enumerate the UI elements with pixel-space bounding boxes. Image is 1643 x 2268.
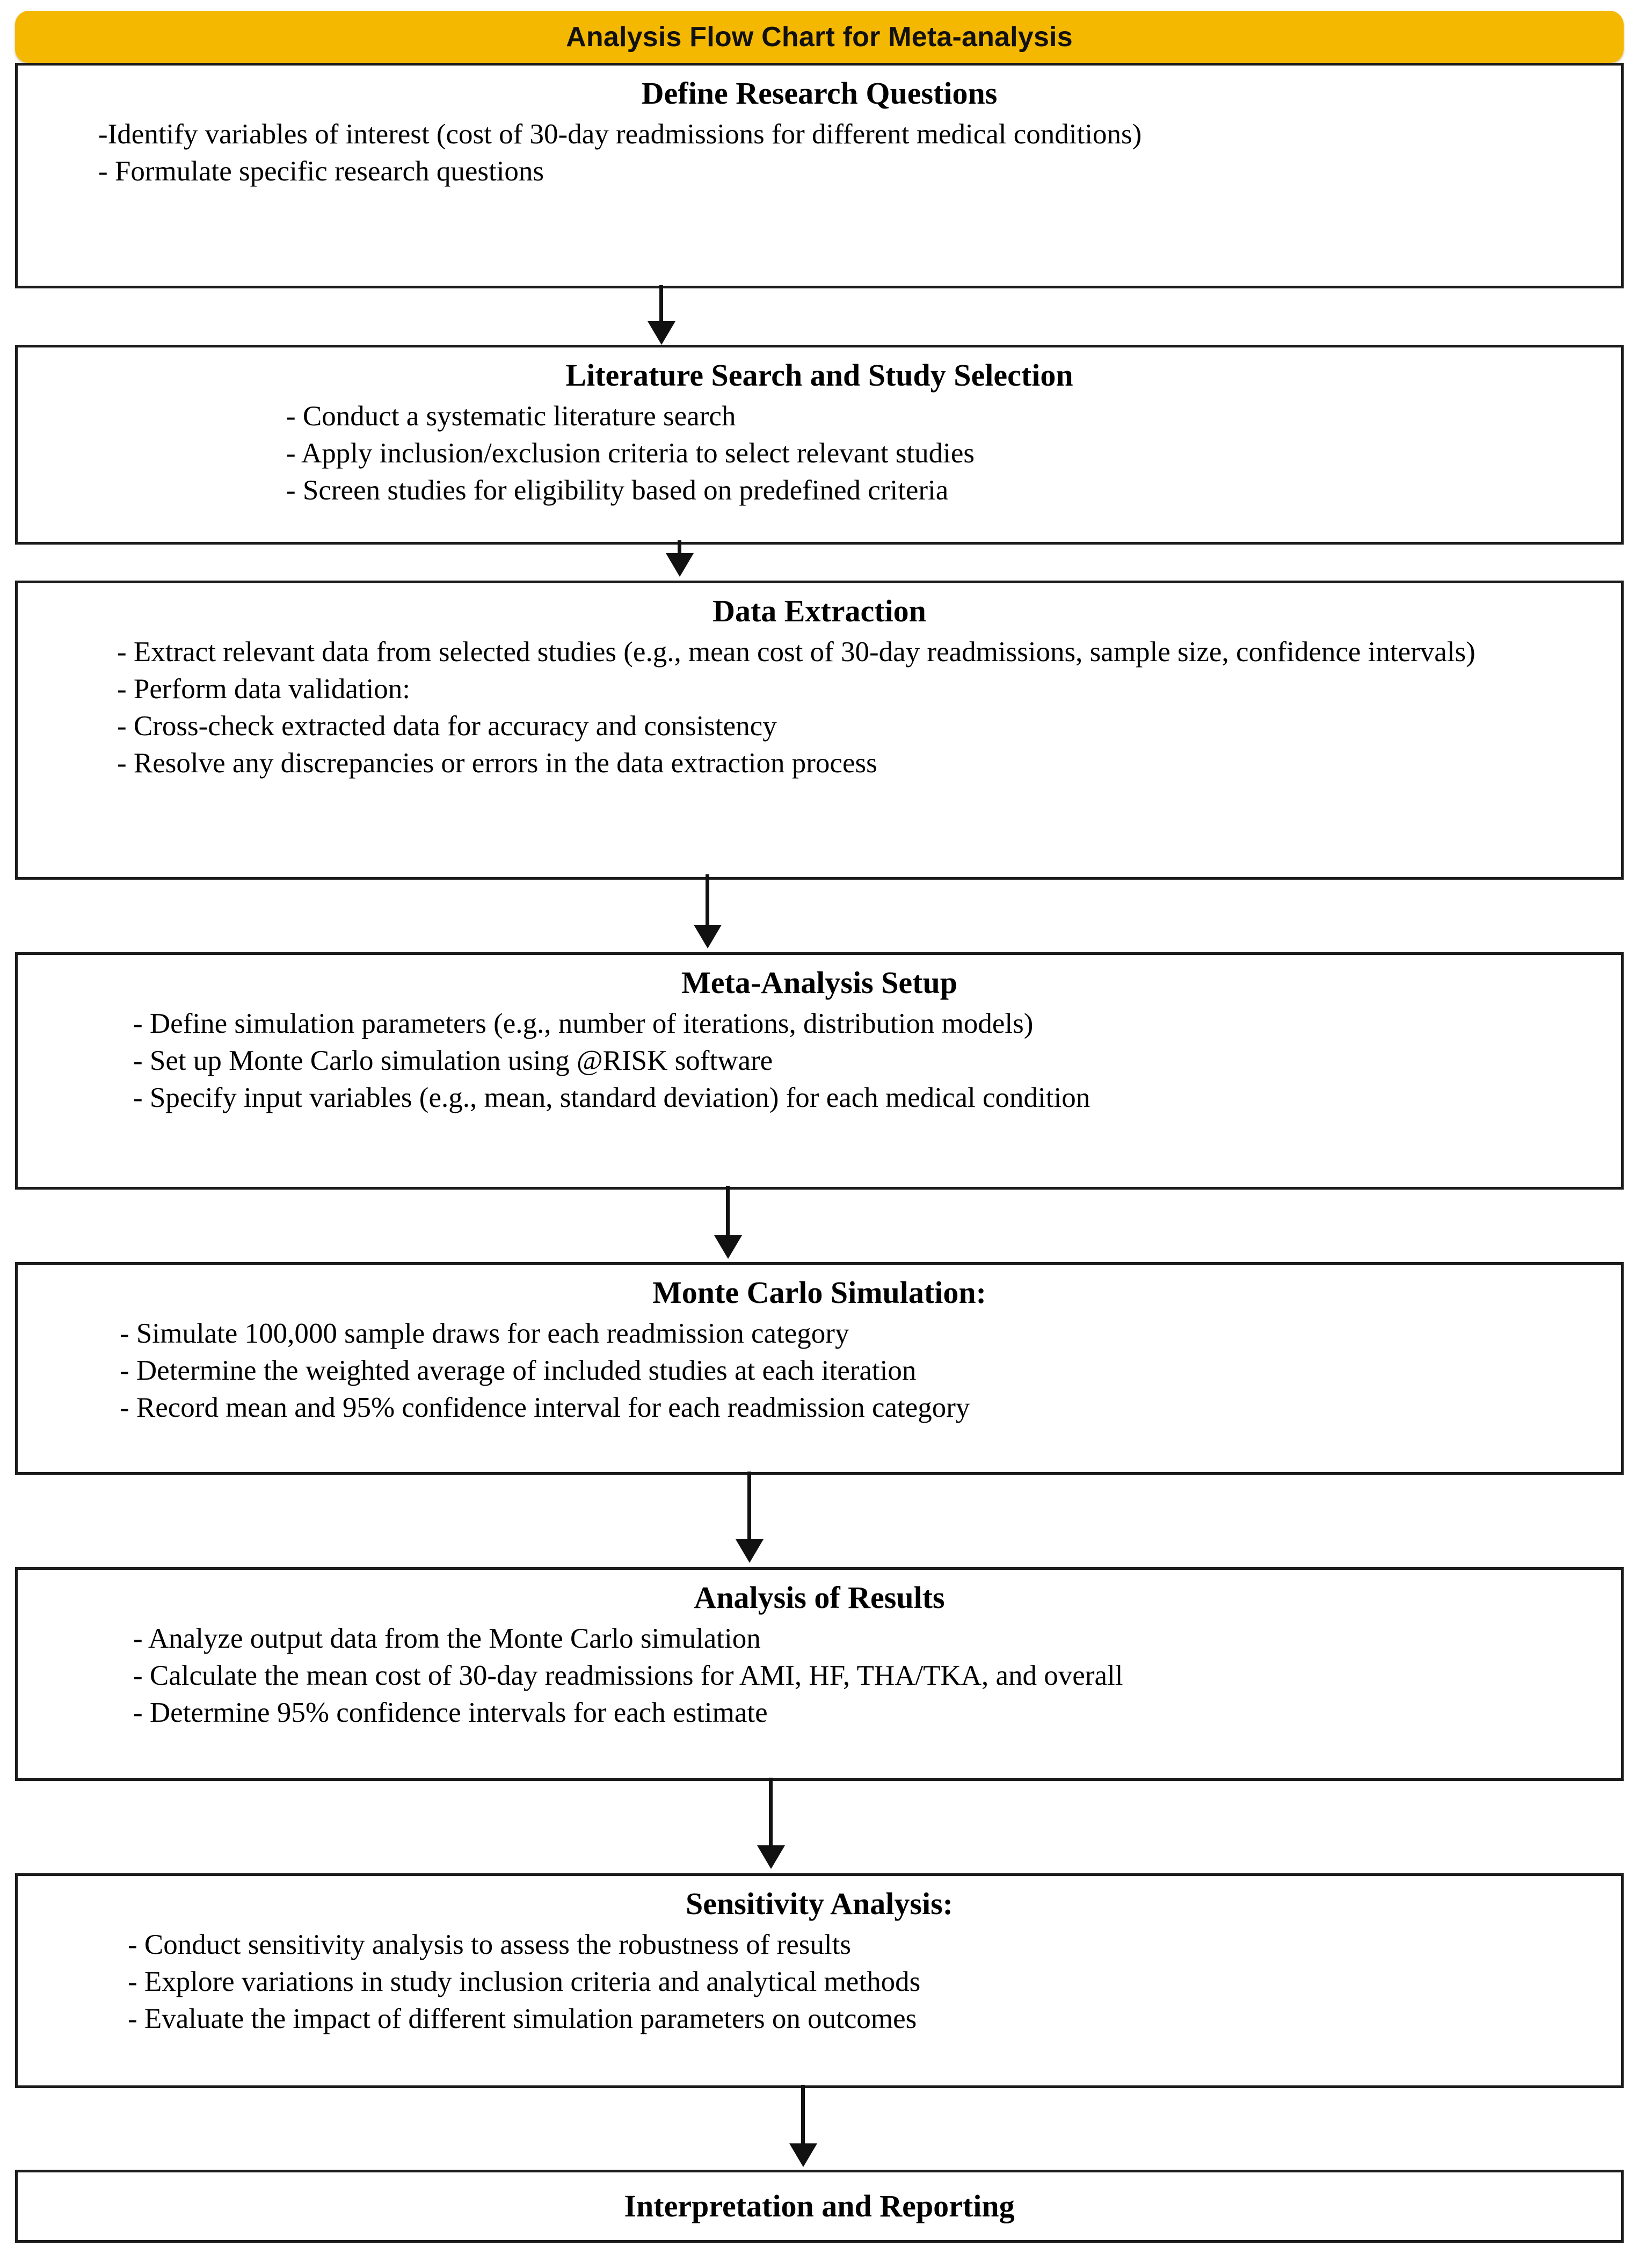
node-bullet-line: - Determine the weighted average of incl… xyxy=(120,1355,917,1387)
node-body: - Extract relevant data from selected st… xyxy=(18,634,1621,782)
flow-node-define-research-questions: Define Research Questions -Identify vari… xyxy=(15,63,1624,288)
node-title: Define Research Questions xyxy=(641,76,998,111)
node-body: - Define simulation parameters (e.g., nu… xyxy=(18,1005,1621,1117)
connector-line-2 xyxy=(678,540,681,555)
node-title: Meta-Analysis Setup xyxy=(681,965,957,1000)
connector-line-1 xyxy=(659,285,663,325)
node-bullet-line: - Specify input variables (e.g., mean, s… xyxy=(133,1082,1091,1114)
arrow-down-icon xyxy=(666,553,694,577)
connector-line-4 xyxy=(726,1186,730,1238)
connector-line-6 xyxy=(769,1778,773,1847)
node-title: Data Extraction xyxy=(713,593,926,628)
flow-node-data-extraction: Data Extraction - Extract relevant data … xyxy=(15,581,1624,880)
node-bullet-line: - Explore variations in study inclusion … xyxy=(128,1966,921,1998)
node-bullet-line: - Screen studies for eligibility based o… xyxy=(286,475,949,506)
flow-node-meta-analysis-setup: Meta-Analysis Setup - Define simulation … xyxy=(15,952,1624,1190)
flow-node-analysis-of-results: Analysis of Results - Analyze output dat… xyxy=(15,1567,1624,1781)
node-bullet-line: - Analyze output data from the Monte Car… xyxy=(133,1623,761,1655)
flow-node-sensitivity-analysis: Sensitivity Analysis: - Conduct sensitiv… xyxy=(15,1873,1624,2088)
node-body: -Identify variables of interest (cost of… xyxy=(18,116,1621,190)
node-title: Analysis of Results xyxy=(694,1580,945,1615)
node-bullet-line: - Define simulation parameters (e.g., nu… xyxy=(133,1008,1034,1040)
node-title: Sensitivity Analysis: xyxy=(686,1886,953,1921)
node-body: - Conduct a systematic literature search… xyxy=(18,398,1621,509)
node-body: - Analyze output data from the Monte Car… xyxy=(18,1620,1621,1731)
node-bullet-line: - Record mean and 95% confidence interva… xyxy=(120,1392,970,1424)
node-bullet-line: - Evaluate the impact of different simul… xyxy=(128,2003,917,2035)
node-bullet-line: -Identify variables of interest (cost of… xyxy=(98,119,1142,150)
connector-line-5 xyxy=(747,1472,751,1542)
node-body: - Conduct sensitivity analysis to assess… xyxy=(18,1926,1621,2038)
node-bullet-line: - Apply inclusion/exclusion criteria to … xyxy=(286,438,975,469)
flow-node-interpretation-and-reporting: Interpretation and Reporting xyxy=(15,2170,1624,2243)
connector-line-7 xyxy=(801,2085,805,2147)
flowchart-title: Analysis Flow Chart for Meta-analysis xyxy=(566,21,1073,53)
node-bullet-line: - Set up Monte Carlo simulation using @R… xyxy=(133,1045,773,1077)
node-bullet-line: - Perform data validation: xyxy=(117,673,411,705)
node-body: - Simulate 100,000 sample draws for each… xyxy=(18,1315,1621,1426)
node-title: Literature Search and Study Selection xyxy=(565,358,1073,393)
flow-node-literature-search-and-study-selection: Literature Search and Study Selection - … xyxy=(15,345,1624,545)
node-bullet-line: - Calculate the mean cost of 30-day read… xyxy=(133,1660,1123,1692)
arrow-down-icon xyxy=(648,321,675,345)
node-bullet-line: - Conduct sensitivity analysis to assess… xyxy=(128,1929,851,1961)
node-title: Interpretation and Reporting xyxy=(624,2188,1015,2223)
node-bullet-line: - Conduct a systematic literature search xyxy=(286,401,736,432)
arrow-down-icon xyxy=(789,2143,817,2167)
node-bullet-line: - Determine 95% confidence intervals for… xyxy=(133,1697,768,1729)
node-bullet-line: - Formulate specific research questions xyxy=(98,156,544,187)
arrow-down-icon xyxy=(736,1539,764,1563)
arrow-down-icon xyxy=(714,1235,742,1259)
arrow-down-icon xyxy=(694,925,722,948)
flowchart-header-banner: Analysis Flow Chart for Meta-analysis xyxy=(15,11,1624,63)
flow-node-monte-carlo-simulation: Monte Carlo Simulation: - Simulate 100,0… xyxy=(15,1262,1624,1475)
node-bullet-line: - Resolve any discrepancies or errors in… xyxy=(117,748,877,779)
arrow-down-icon xyxy=(757,1845,785,1869)
connector-line-3 xyxy=(706,874,709,928)
node-bullet-line: - Cross-check extracted data for accurac… xyxy=(117,711,777,742)
node-bullet-line: - Simulate 100,000 sample draws for each… xyxy=(120,1318,849,1350)
node-title: Monte Carlo Simulation: xyxy=(652,1275,986,1310)
node-bullet-line: - Extract relevant data from selected st… xyxy=(117,636,1475,668)
